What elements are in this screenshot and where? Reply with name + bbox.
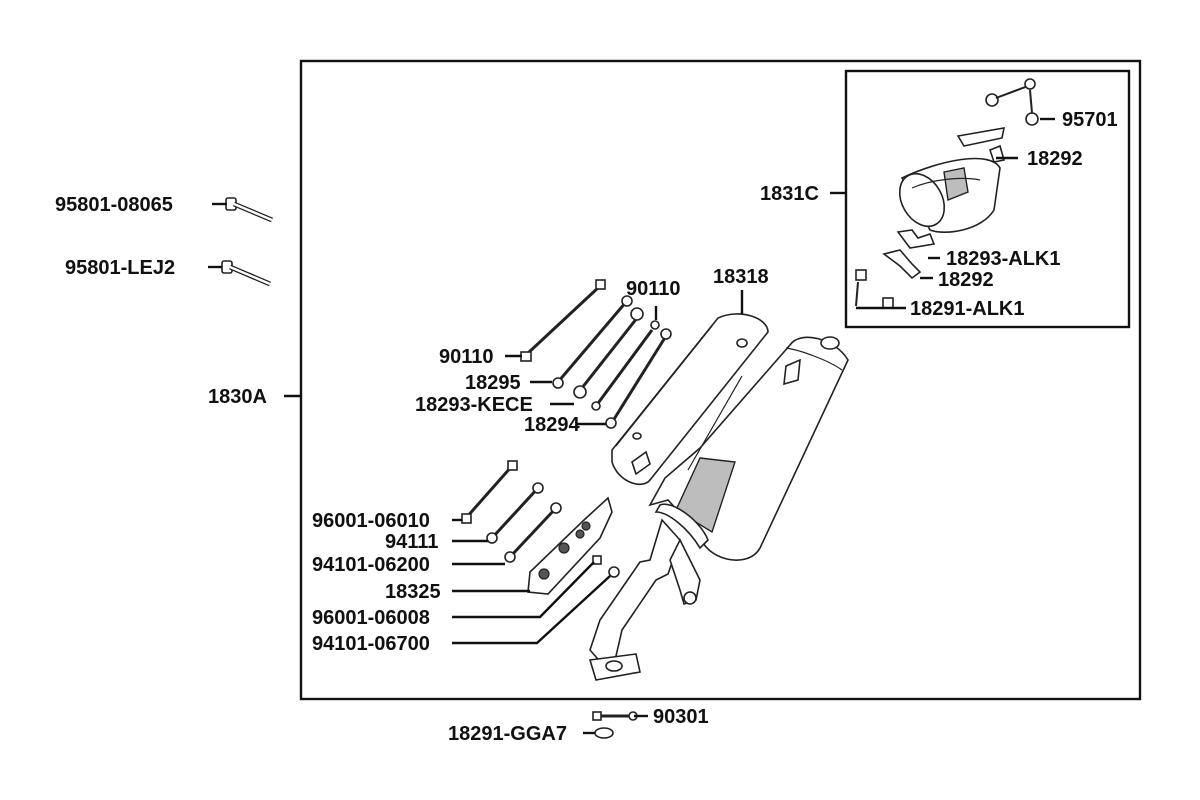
heat-guard-18325-drawing (527, 496, 613, 595)
label-18293-alk1: 18293-ALK1 (946, 248, 1061, 270)
lower-bolts-drawing (461, 460, 620, 578)
label-94101-06200: 94101-06200 (312, 554, 430, 576)
label-90110-top: 90110 (626, 278, 681, 300)
label-18295: 18295 (465, 372, 521, 394)
exhaust-pipe-drawing (588, 518, 701, 681)
label-90110-left: 90110 (439, 346, 494, 368)
label-1831c: 1831C (760, 183, 819, 205)
muffler-body-drawing (648, 336, 849, 561)
bolt-95801-lej2-drawing (221, 260, 271, 287)
label-95801-lej2: 95801-LEJ2 (65, 257, 175, 279)
assembly-frame-1831c (844, 69, 1131, 329)
label-94111: 94111 (385, 531, 438, 553)
heat-shield-18318-drawing (611, 313, 769, 486)
label-18293-kece: 18293-KECE (415, 394, 533, 416)
label-95701: 95701 (1062, 109, 1118, 131)
label-96001-06008: 96001-06008 (312, 607, 430, 629)
label-94101-06700: 94101-06700 (312, 633, 430, 655)
upper-bolts-drawing (520, 279, 672, 429)
label-96001-06010: 96001-06010 (312, 510, 430, 532)
label-18291-alk1: 18291-ALK1 (910, 298, 1025, 320)
end-cap-1831c-drawing (898, 127, 1006, 233)
inset-hardware-drawing (855, 78, 1039, 309)
clamp-bolt-drawing (592, 711, 638, 739)
label-18292-mid: 18292 (938, 269, 994, 291)
label-18292-top: 18292 (1027, 148, 1083, 170)
leader-lines (208, 117, 1055, 735)
label-18318: 18318 (713, 266, 769, 288)
label-18294: 18294 (524, 414, 580, 436)
label-1830a: 1830A (208, 386, 267, 408)
bolt-95801-08065-drawing (225, 197, 273, 223)
label-18291-gga7: 18291-GGA7 (448, 723, 567, 745)
label-95801-08065: 95801-08065 (55, 194, 173, 216)
assembly-frame-1830a (299, 59, 1142, 701)
label-90301: 90301 (653, 706, 709, 728)
label-18325: 18325 (385, 581, 441, 603)
